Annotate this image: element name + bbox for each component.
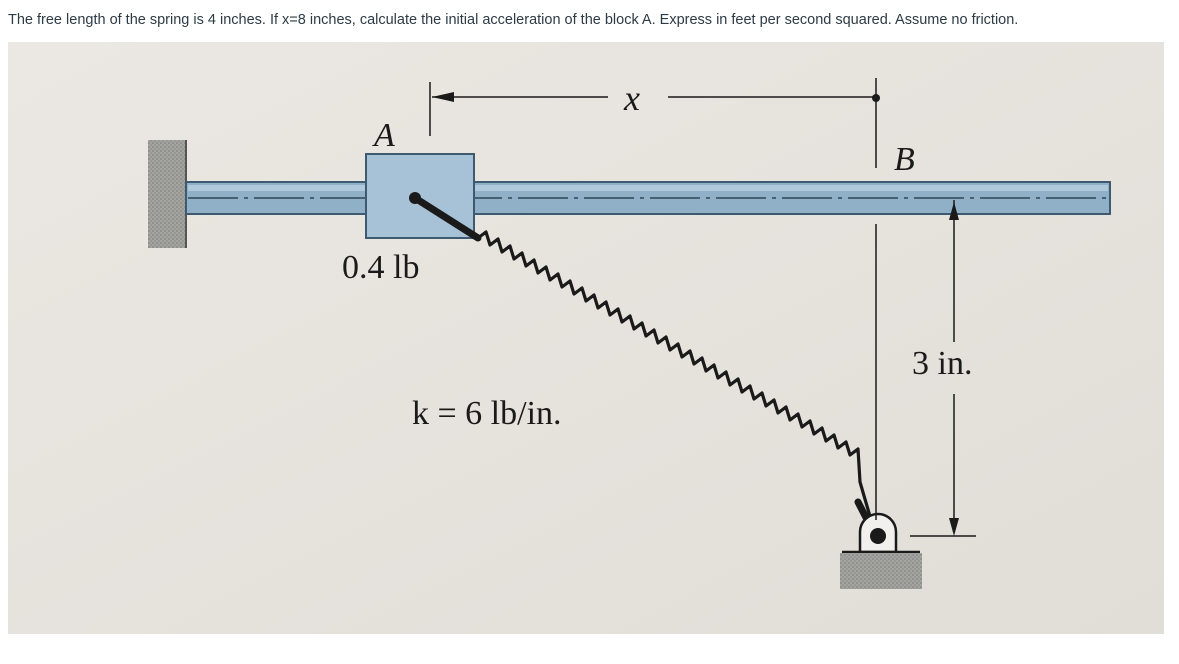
rod-highlight (188, 185, 1108, 191)
label-height: 3 in. (912, 345, 972, 382)
height-arrow-bottom (949, 518, 959, 536)
label-weight: 0.4 lb (342, 249, 419, 286)
label-x: x (623, 78, 640, 118)
ground-hatch (840, 553, 922, 589)
label-b: B (894, 141, 915, 178)
diagram-svg: A B x 0.4 lb k = 6 lb/in. 3 in. (8, 42, 1164, 634)
height-arrow-top (949, 202, 959, 220)
wall-support (148, 140, 186, 248)
label-spring-constant: k = 6 lb/in. (412, 395, 562, 432)
spring-connector-top (411, 194, 482, 242)
x-dimension-end (872, 94, 880, 102)
pin-support-pin (870, 528, 886, 544)
x-arrow-left (432, 92, 454, 102)
paper-background (8, 42, 1164, 634)
question-text: The free length of the spring is 4 inche… (8, 12, 1019, 28)
label-a: A (372, 117, 395, 154)
spring (414, 196, 878, 538)
block-pin (409, 192, 421, 204)
spring-diagram: A B x 0.4 lb k = 6 lb/in. 3 in. (8, 42, 1164, 634)
